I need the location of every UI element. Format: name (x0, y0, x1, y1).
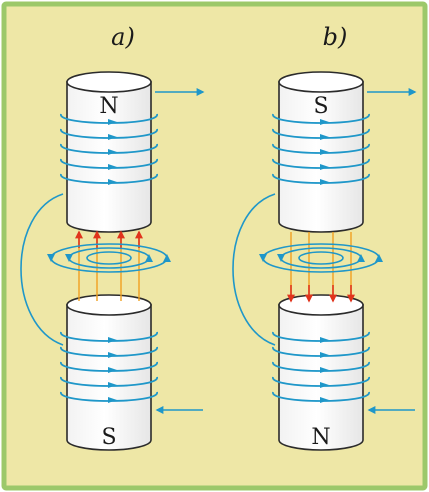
ring-arrow (163, 254, 171, 262)
bottom-coil-turn-arrow (108, 352, 117, 358)
top-electromagnet (66, 71, 152, 233)
bottom-electromagnet (66, 294, 152, 451)
bottom-electromagnet (278, 294, 364, 451)
top-coil-turn-arrow (108, 164, 117, 170)
ring-arrow (357, 254, 365, 262)
bottom-electromagnet-body (66, 304, 152, 451)
top-coil-turn-arrow (108, 149, 117, 155)
bottom-coil-turn-arrow (320, 367, 329, 373)
bottom-coil-turn-arrow (108, 382, 117, 388)
bottom-coil-turn-arrow (320, 382, 329, 388)
panel-label: a) (111, 23, 135, 51)
top-coil-turn-arrow (108, 119, 117, 125)
connecting-wire (232, 193, 276, 346)
panel-label: b) (323, 23, 348, 51)
top-electromagnet-body (278, 81, 364, 233)
panel-b: b) S N (232, 23, 417, 451)
panel-a: a) N S (20, 23, 205, 451)
bottom-electromagnet-top-face (278, 294, 364, 316)
induced-ring-inner (298, 251, 344, 265)
top-electromagnet-body (66, 81, 152, 233)
bottom-coil (272, 331, 370, 403)
ring-arrow (47, 254, 55, 262)
ring-arrow (65, 254, 73, 262)
bottom-coil (60, 331, 158, 403)
top-electromagnet-top-face (278, 71, 364, 93)
top-coil-turn-arrow (320, 134, 329, 140)
connecting-wire (20, 193, 64, 346)
top-coil-turn-arrow (108, 179, 117, 185)
top-electromagnet-top-face (66, 71, 152, 93)
bottom-coil-turn-arrow (108, 337, 117, 343)
bottom-electromagnet-body (278, 304, 364, 451)
bottom-pole-label: S (101, 425, 116, 450)
top-coil (272, 113, 370, 185)
top-coil-turn-arrow (320, 119, 329, 125)
top-pole-label: N (99, 94, 118, 119)
ring-arrow (259, 254, 267, 262)
bottom-coil-turn-arrow (320, 337, 329, 343)
top-coil-turn-arrow (320, 149, 329, 155)
top-coil-turn-arrow (320, 179, 329, 185)
top-coil-turn-arrow (320, 164, 329, 170)
bottom-electromagnet-top-face (66, 294, 152, 316)
bottom-coil-turn-arrow (108, 367, 117, 373)
induced-ring-inner (86, 251, 132, 265)
bottom-coil-turn-arrow (320, 352, 329, 358)
ring-arrow (145, 254, 153, 262)
bottom-coil-turn-arrow (108, 397, 117, 403)
bottom-coil-turn-arrow (320, 397, 329, 403)
top-electromagnet (278, 71, 364, 233)
top-pole-label: S (313, 94, 328, 119)
bottom-pole-label: N (311, 425, 330, 450)
top-coil-turn-arrow (108, 134, 117, 140)
ring-arrow (375, 254, 383, 262)
ring-arrow (277, 254, 285, 262)
top-coil (60, 113, 158, 185)
